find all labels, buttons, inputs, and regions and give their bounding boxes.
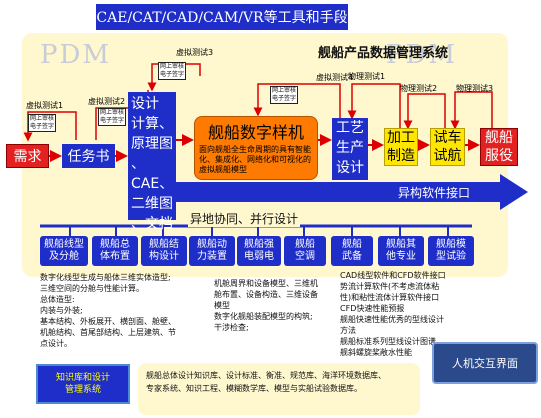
physical-test-2-label: 物理测试2 (400, 84, 438, 93)
knowledge-text-line-2: 专家系统、知识工程、模糊数学库、模型与实船试验数据库。 (146, 384, 362, 393)
virtual-test-1-label: 虚拟测试1 (26, 101, 64, 110)
online-review-box-1: 网上审核电子签字 (28, 114, 57, 132)
text-hull-design: 数字化线型生成与船体三维实体造型; 三维空间的分舱与性能计算。 总体造型: 内装… (40, 273, 176, 348)
service-node: 舰船服役 (480, 128, 518, 166)
cell-structure: 舰船结构设计 (141, 236, 187, 266)
manufacture-node: 加工制造 (384, 128, 418, 166)
cell-general-layout: 舰船总体布置 (92, 236, 138, 266)
online-review-box-2: 网上审核电子签字 (98, 108, 127, 126)
cell-model-test: 舰船模型试验 (428, 236, 474, 266)
trial-node: 试车试航 (430, 128, 465, 166)
design-node: 设计计算、原理图、CAE、二维图、文档 (128, 92, 176, 232)
toolchain-title: CAE/CAT/CAD/CAM/VR等工具和手段 (96, 4, 348, 30)
cell-other-disciplines: 舰船其他专业 (378, 236, 424, 266)
knowledge-system-box: 知识库和设计管理系统 (36, 364, 130, 404)
virtual-test-4-label: 虚拟测试4 (316, 73, 354, 82)
hetero-interface-label: 异构软件接口 (398, 186, 471, 200)
pdm-watermark-right: PDM (386, 40, 457, 70)
knowledge-base-panel: 舰船总体设计知识库、设计标准、衡准、规范库、海洋环境数据库、 专家系统、知识工程… (138, 363, 420, 415)
digital-prototype-title: 舰船数字样机 (207, 123, 304, 142)
virtual-test-3-label: 虚拟测试3 (176, 48, 214, 57)
process-design-node: 工艺生产设计 (332, 118, 368, 180)
system-title: 舰船产品数据管理系统 (318, 46, 449, 61)
physical-test-3-label: 物理测试3 (456, 84, 494, 93)
cell-electrical: 舰船强电弱电 (237, 236, 281, 266)
virtual-test-2-label: 虚拟测试2 (88, 97, 126, 106)
cell-air-conditioning: 舰船空调 (284, 236, 326, 266)
knowledge-text-line-1: 舰船总体设计知识库、设计标准、衡准、规范库、海洋环境数据库、 (146, 371, 386, 380)
online-review-box-4: 网上审核电子签字 (270, 86, 299, 104)
online-review-box-3: 网上审核电子签字 (158, 62, 187, 80)
demand-node: 需求 (6, 144, 49, 168)
task-book-node: 任务书 (62, 144, 115, 168)
digital-prototype-node: 舰船数字样机 面向舰船全生命周期的具有智能化、集成化、网络化和可视化的虚拟舰船模… (194, 116, 318, 180)
cell-armament: 舰船武备 (331, 236, 373, 266)
cell-hull-line: 舰船线型及分舱 (40, 236, 88, 266)
hmi-box: 人机交互界面 (432, 342, 538, 384)
collab-label: 异地协同、并行设计 (188, 210, 301, 227)
pdm-watermark-left: PDM (40, 40, 111, 70)
text-machinery-design: 机舱周界和设备模型、三维机 舱布置、设备构造、三维设备 模型 数字化舰船装配模型… (214, 279, 318, 332)
cell-power-plant: 舰船动力装置 (189, 236, 235, 266)
digital-prototype-desc: 面向舰船全生命周期的具有智能化、集成化、网络化和可视化的虚拟舰船模型 (199, 145, 311, 174)
text-cfd-design: CAD线型软件和CFD软件接口 势流计算软件(不考虑流体粘 性)和粘性流体计算软… (340, 271, 446, 357)
physical-test-1-label: 物理测试1 (348, 72, 386, 81)
